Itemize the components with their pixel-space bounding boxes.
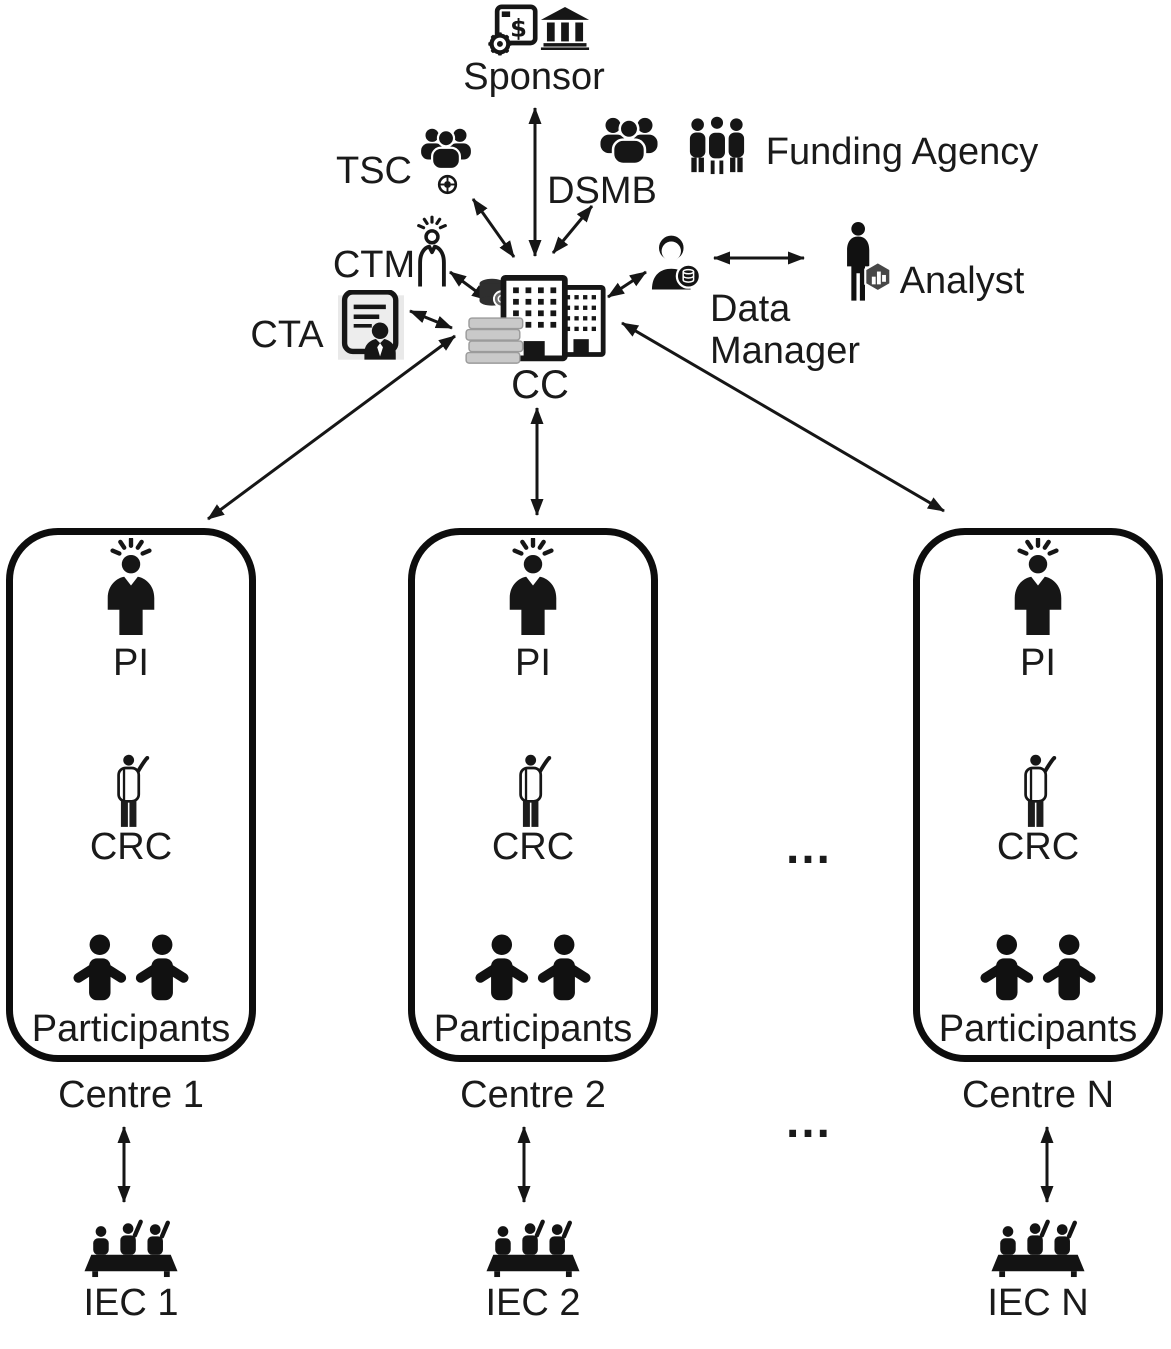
centre-column-1: PI CRC Participants Centre 1 IEC 1 — [6, 520, 256, 1349]
centre-column-n: PI CRC Participants Centre N IEC N — [913, 520, 1163, 1349]
tsc-label: TSC — [336, 150, 412, 192]
centre-label: Centre 2 — [460, 1074, 606, 1116]
participants-label: Participants — [31, 1008, 231, 1050]
centre-label: Centre 1 — [58, 1074, 204, 1116]
sponsor-money-window-icon — [486, 4, 538, 56]
crc-label: CRC — [996, 826, 1080, 868]
participants-two-people-icon — [980, 934, 1096, 1012]
arrow-cta-cc — [409, 309, 453, 330]
sponsor-label: Sponsor — [463, 56, 605, 98]
participants-two-people-icon — [475, 934, 591, 1012]
cta-label: CTA — [250, 314, 324, 356]
arrow-tsc-cc — [471, 198, 516, 258]
ellipsis-more-centres: … — [784, 821, 832, 874]
data-manager-label-line2: Manager — [710, 330, 860, 372]
analyst-person-chart-icon — [832, 222, 898, 304]
data-manager-label-line1: Data — [710, 288, 791, 330]
crc-waving-person-icon — [511, 754, 556, 830]
iec-label: IEC 2 — [485, 1282, 581, 1324]
tsc-committee-group-icon — [418, 128, 474, 169]
ellipsis-more-iecs: … — [784, 1095, 832, 1148]
dsmb-label: DSMB — [547, 170, 657, 212]
centre-label: Centre N — [961, 1074, 1115, 1116]
pi-idea-person-icon — [496, 538, 570, 635]
participants-label: Participants — [938, 1008, 1138, 1050]
pi-idea-person-icon — [94, 538, 168, 635]
crc-waving-person-icon — [1016, 754, 1061, 830]
pi-idea-person-icon — [1001, 538, 1075, 635]
iec-label: IEC N — [987, 1282, 1089, 1324]
centre-column-2: PI CRC Participants Centre 2 IEC 2 — [408, 520, 658, 1349]
iec-committee-table-icon — [84, 1216, 178, 1278]
dsmb-committee-group-icon — [597, 117, 661, 164]
pi-label: PI — [1020, 642, 1056, 684]
crc-label: CRC — [491, 826, 575, 868]
cta-document-person-icon — [338, 290, 404, 360]
arrow-dsmb-cc — [551, 205, 594, 254]
funding-agency-people-icon — [687, 116, 747, 176]
pi-label: PI — [113, 642, 149, 684]
pi-label: PI — [515, 642, 551, 684]
ctm-label: CTM — [332, 244, 416, 286]
participants-label: Participants — [433, 1008, 633, 1050]
cc-buildings-data-icon — [462, 274, 614, 366]
iec-committee-table-icon — [486, 1216, 580, 1278]
iec-committee-table-icon — [991, 1216, 1085, 1278]
funding-agency-label: Funding Agency — [765, 131, 1039, 173]
analyst-label: Analyst — [899, 260, 1025, 302]
crc-waving-person-icon — [109, 754, 154, 830]
arrow-cc-centre-1 — [207, 334, 456, 521]
bank-icon — [540, 7, 590, 50]
participants-two-people-icon — [73, 934, 189, 1012]
data-manager-person-database-icon — [646, 228, 704, 296]
crc-label: CRC — [89, 826, 173, 868]
iec-label: IEC 1 — [83, 1282, 179, 1324]
steering-wheel-icon — [437, 174, 458, 195]
cc-label: CC — [511, 363, 569, 407]
